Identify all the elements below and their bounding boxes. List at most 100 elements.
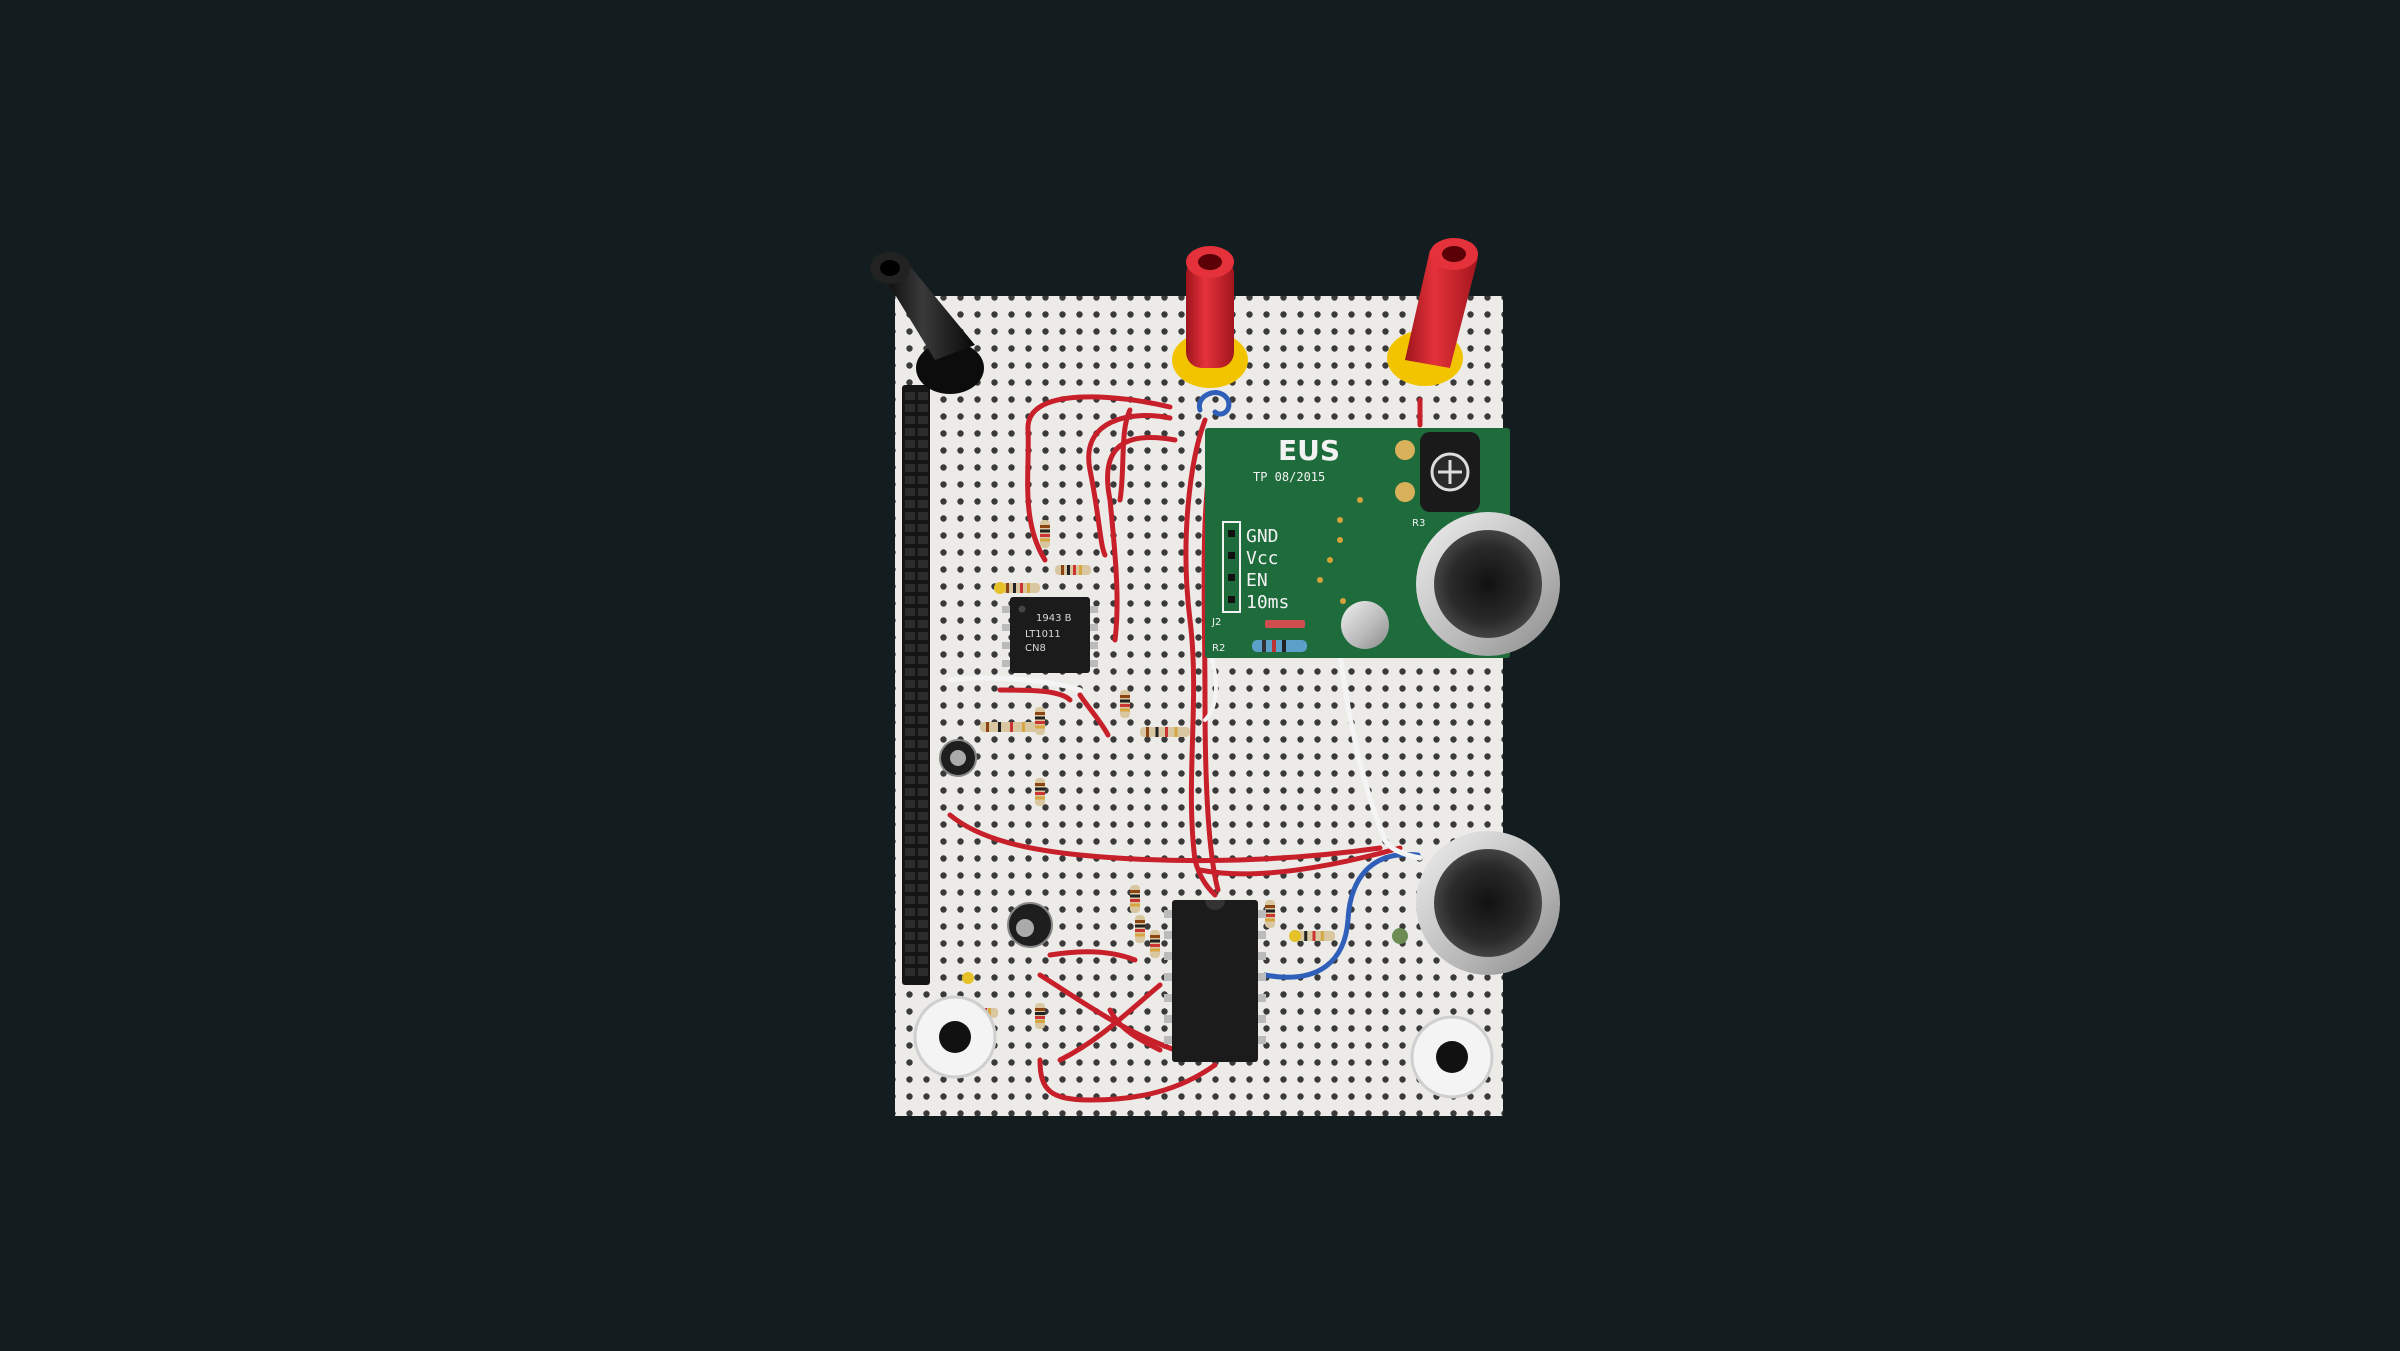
header-pin [918, 524, 928, 532]
chip-pin [1164, 952, 1174, 960]
header-pin [918, 920, 928, 928]
header-pin [905, 548, 915, 556]
header-pin [918, 800, 928, 808]
header-pin [905, 776, 915, 784]
resistor [1000, 583, 1040, 593]
header-pin [918, 500, 928, 508]
header-pin [918, 668, 928, 676]
header-pin [918, 440, 928, 448]
header-pin [918, 596, 928, 604]
header-pin [918, 680, 928, 688]
header-pin [905, 716, 915, 724]
chip-pin [1256, 973, 1266, 981]
header-pin [918, 716, 928, 724]
header-pin [918, 812, 928, 820]
header-pin [918, 404, 928, 412]
resistor [1140, 727, 1190, 737]
electrolytic-capacitor-2 [1007, 902, 1053, 948]
chip-pin [1256, 994, 1266, 1002]
header-pin [918, 488, 928, 496]
module-diode [1265, 620, 1305, 628]
header-pin [918, 548, 928, 556]
header-pin [905, 884, 915, 892]
header-pin [918, 620, 928, 628]
resistor [1135, 915, 1145, 943]
header-pin [905, 560, 915, 568]
ref-r3: R3 [1412, 518, 1425, 529]
resistor [1040, 520, 1050, 548]
ultrasonic-transducer-bottom [1416, 831, 1560, 975]
header-pin [918, 728, 928, 736]
module-pin [1228, 530, 1235, 537]
resistor [1055, 565, 1091, 575]
header-pin [918, 776, 928, 784]
chip-pin [1088, 660, 1098, 667]
header-pin [905, 500, 915, 508]
resistor [1265, 900, 1275, 928]
pin-header-strip [902, 385, 930, 985]
header-pin [918, 584, 928, 592]
header-pin [905, 404, 915, 412]
header-pin [905, 740, 915, 748]
header-pin [905, 584, 915, 592]
chip-pin [1088, 642, 1098, 649]
pin-label-10ms: 10ms [1246, 592, 1289, 613]
header-pin [905, 932, 915, 940]
ceramic-capacitors [962, 582, 1408, 984]
chip-pin [1164, 973, 1174, 981]
pin-label-en: EN [1246, 570, 1268, 591]
chip-pin [1002, 642, 1012, 649]
resistor [980, 722, 1040, 732]
pin-label-gnd: GND [1246, 526, 1279, 547]
header-pin [918, 428, 928, 436]
logic-ic [1164, 900, 1266, 1062]
header-pin [918, 848, 928, 856]
header-pin [905, 464, 915, 472]
module-pin [1228, 574, 1235, 581]
chip-pin [1256, 1036, 1266, 1044]
header-pin [918, 560, 928, 568]
header-pin [905, 428, 915, 436]
header-pin [918, 644, 928, 652]
chip-pin [1002, 606, 1012, 613]
header-pin [918, 836, 928, 844]
header-pin [918, 452, 928, 460]
header-pin [918, 968, 928, 976]
resistor [1130, 885, 1140, 913]
header-pin [905, 572, 915, 580]
header-pin [918, 824, 928, 832]
header-pin [905, 848, 915, 856]
ref-j2: J2 [1211, 617, 1221, 628]
trimmer-potentiometer [1420, 432, 1480, 512]
mounting-standoff-right [1410, 1015, 1494, 1099]
header-pin [905, 788, 915, 796]
chip-pin [1164, 931, 1174, 939]
header-pin [905, 908, 915, 916]
module-subtitle: TP 08/2015 [1253, 470, 1325, 484]
header-pin [905, 968, 915, 976]
resistor [1120, 690, 1130, 718]
header-pin [905, 440, 915, 448]
header-pin [918, 956, 928, 964]
resistor [1035, 707, 1045, 735]
ultrasonic-transducer-top [1416, 512, 1560, 656]
header-pin [905, 488, 915, 496]
header-pin [918, 704, 928, 712]
header-pin [905, 632, 915, 640]
header-pin [905, 608, 915, 616]
header-pin [905, 956, 915, 964]
header-pin [905, 920, 915, 928]
header-pin [905, 512, 915, 520]
header-pin [918, 608, 928, 616]
header-pin [918, 572, 928, 580]
header-pin [918, 860, 928, 868]
chip-pin [1088, 606, 1098, 613]
header-pin [918, 740, 928, 748]
ref-r2: R2 [1212, 643, 1225, 654]
red-banana-jack-left [1172, 246, 1248, 388]
black-banana-jack [870, 252, 984, 394]
chip-pin [1256, 910, 1266, 918]
blue-white-wires [947, 390, 1423, 980]
header-pin [905, 944, 915, 952]
